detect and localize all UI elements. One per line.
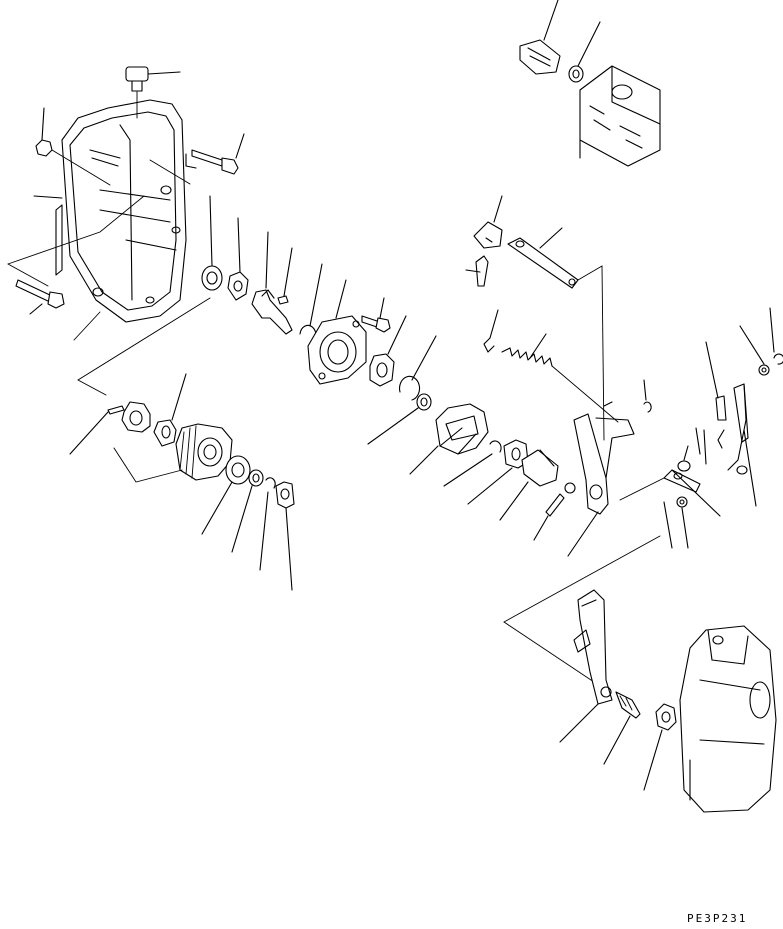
- washer-3: [677, 497, 688, 548]
- washer-2: [232, 470, 263, 552]
- lever-assembly-lower: [560, 590, 612, 742]
- e-ring: [770, 308, 783, 364]
- sleeve-2: [500, 450, 558, 520]
- drive-housing: [308, 280, 366, 384]
- bolt-drive-housing: [362, 298, 390, 332]
- snap-ring-2: [400, 336, 436, 400]
- right-to-lower-leader: [504, 536, 660, 682]
- switch-washer: [569, 22, 600, 82]
- governor-lever: [568, 402, 634, 556]
- weight-holder: [122, 402, 150, 432]
- upper-to-lower-leader: [78, 298, 210, 395]
- washer-1: [368, 394, 431, 444]
- washer-4: [740, 326, 769, 375]
- stop-switch: [520, 0, 560, 74]
- pin-2: [534, 483, 575, 540]
- drawing-code: PE3P231: [687, 912, 748, 925]
- bushing: [276, 482, 294, 590]
- adjusting-screw: [604, 692, 640, 764]
- governor-housing: [56, 100, 186, 322]
- snap-ring-3: [260, 478, 275, 570]
- governor-gear: [114, 424, 232, 482]
- lock-nut: [644, 704, 676, 790]
- housing-leader-lines: [8, 160, 190, 340]
- pump-block: [580, 66, 660, 166]
- stopper-bracket: [474, 196, 502, 248]
- thrust-washer: [202, 456, 250, 534]
- oil-filler-plug: [126, 67, 180, 118]
- control-rod: [508, 228, 604, 440]
- lever-link-plate: [620, 470, 720, 516]
- pump-housing: [680, 626, 776, 812]
- cotter-pin: [664, 428, 724, 548]
- nut-small: [678, 446, 690, 471]
- hook-pin: [484, 310, 498, 352]
- bearing-nut: [228, 218, 248, 300]
- flyweight-collar: [154, 374, 186, 446]
- bearing-2: [370, 316, 406, 386]
- bolt-top: [186, 134, 244, 174]
- snap-ring-4: [444, 441, 501, 486]
- housing-bolt: [16, 280, 64, 314]
- link-arm: [728, 384, 756, 506]
- bearing-1: [202, 196, 222, 290]
- governor-spring: [502, 334, 618, 422]
- small-clip: [644, 380, 651, 412]
- drive-shaft: [252, 232, 292, 334]
- set-bolt: [466, 256, 488, 286]
- flyweight-carrier: [410, 404, 488, 474]
- hex-nut-left: [36, 108, 110, 185]
- stop-pin: [706, 342, 726, 420]
- pin: [70, 406, 124, 454]
